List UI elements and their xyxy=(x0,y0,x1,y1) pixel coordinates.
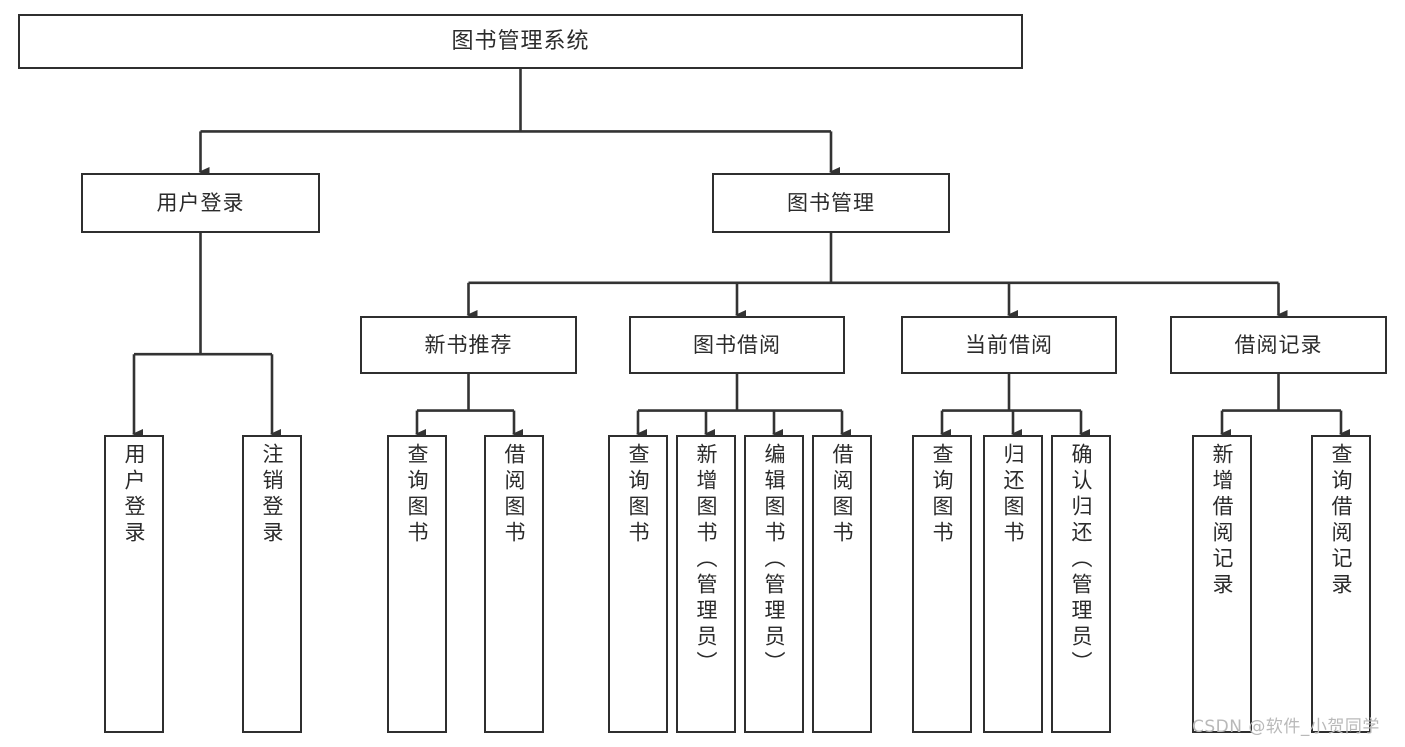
node-l-qryrec[interactable]: 查询借阅记录 xyxy=(1311,435,1371,733)
node-login[interactable]: 用户登录 xyxy=(81,173,320,233)
node-label: 用户登录 xyxy=(122,443,147,547)
node-label: 查询借阅记录 xyxy=(1329,443,1354,599)
node-l-edit[interactable]: 编辑图书（管理员） xyxy=(744,435,804,733)
node-l-borrow2[interactable]: 借阅图书 xyxy=(812,435,872,733)
node-label: 借阅图书 xyxy=(502,443,527,547)
node-label: 图书管理系统 xyxy=(451,28,590,54)
node-label: 借阅记录 xyxy=(1234,332,1323,357)
node-label: 当前借阅 xyxy=(965,332,1053,357)
node-l-logout[interactable]: 注销登录 xyxy=(242,435,302,733)
node-label: 用户登录 xyxy=(156,190,245,215)
node-label: 图书管理 xyxy=(787,190,875,215)
node-label: 查询图书 xyxy=(930,443,955,547)
node-label: 借阅图书 xyxy=(830,443,855,547)
node-bookmgmt[interactable]: 图书管理 xyxy=(712,173,950,233)
node-label: 归还图书 xyxy=(1001,443,1026,547)
node-l-add[interactable]: 新增图书（管理员） xyxy=(676,435,736,733)
node-label: 查询图书 xyxy=(405,443,430,547)
node-label: 注销登录 xyxy=(260,443,285,547)
node-label: 新增图书（管理员） xyxy=(694,443,719,677)
node-current[interactable]: 当前借阅 xyxy=(901,316,1117,374)
node-l-login[interactable]: 用户登录 xyxy=(104,435,164,733)
node-label: 编辑图书（管理员） xyxy=(762,443,787,677)
watermark: CSDN @软件_小贺同学 xyxy=(1192,717,1380,737)
node-label: 查询图书 xyxy=(626,443,651,547)
node-label: 新增借阅记录 xyxy=(1210,443,1235,599)
node-newbook[interactable]: 新书推荐 xyxy=(360,316,577,374)
node-l-query3[interactable]: 查询图书 xyxy=(912,435,972,733)
node-label: 图书借阅 xyxy=(693,332,781,357)
node-borrow[interactable]: 图书借阅 xyxy=(629,316,845,374)
node-label: 新书推荐 xyxy=(424,332,513,357)
node-records[interactable]: 借阅记录 xyxy=(1170,316,1387,374)
node-l-query1[interactable]: 查询图书 xyxy=(387,435,447,733)
node-root[interactable]: 图书管理系统 xyxy=(18,14,1023,69)
node-l-confirm[interactable]: 确认归还（管理员） xyxy=(1051,435,1111,733)
node-l-addrec[interactable]: 新增借阅记录 xyxy=(1192,435,1252,733)
node-l-borrow1[interactable]: 借阅图书 xyxy=(484,435,544,733)
node-l-query2[interactable]: 查询图书 xyxy=(608,435,668,733)
node-l-return[interactable]: 归还图书 xyxy=(983,435,1043,733)
node-label: 确认归还（管理员） xyxy=(1069,443,1094,677)
